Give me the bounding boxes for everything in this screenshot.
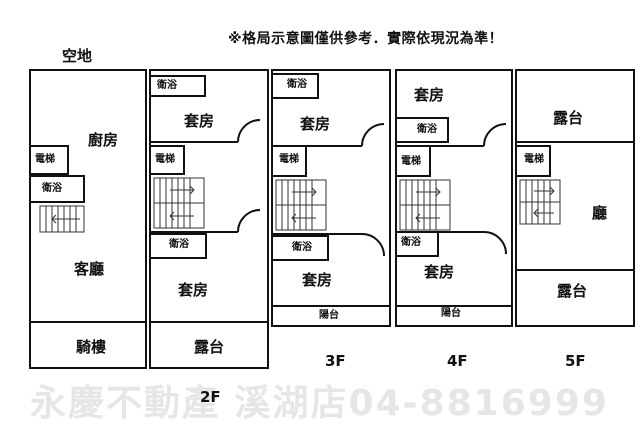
f2-terrace: 露台 [194, 338, 225, 356]
stairs-4f [399, 179, 451, 231]
stairs-3f [275, 179, 327, 231]
f3-balcony: 陽台 [319, 310, 339, 321]
f3-suite-top: 套房 [300, 115, 331, 133]
f5-terrace-top: 露台 [553, 109, 584, 127]
stairs-1f [39, 205, 85, 233]
f4-suite-bottom: 套房 [424, 263, 455, 281]
f2-label: 2F [200, 388, 221, 406]
f2-elevator: 電梯 [155, 154, 175, 165]
f4-bathroom-mid: 衛浴 [401, 237, 421, 248]
watermark: 永慶不動產 溪湖店04-8816999 [30, 383, 609, 424]
floor-5-outline [515, 69, 635, 327]
f3-bathroom-top: 衛浴 [287, 79, 307, 90]
f2-suite-top: 套房 [184, 112, 215, 130]
f3-bathroom-mid: 衛浴 [292, 242, 312, 253]
f2-bathroom-mid: 衛浴 [169, 239, 189, 250]
f1-arcade: 騎樓 [76, 338, 107, 356]
f5-terrace-bottom: 露台 [557, 282, 588, 300]
floor-1-outline [29, 69, 147, 369]
disclaimer-note: ※格局示意圖僅供參考．實際依現況為準！ [228, 31, 504, 47]
f2-bathroom-top: 衛浴 [157, 80, 177, 91]
floor-2-outline [149, 69, 269, 369]
f5-label: 5F [565, 352, 586, 370]
f4-label: 4F [447, 352, 468, 370]
f1-elevator: 電梯 [35, 154, 55, 165]
f4-suite-top: 套房 [414, 86, 445, 104]
f4-bathroom-top: 衛浴 [417, 124, 437, 135]
empty-land-label: 空地 [62, 47, 93, 65]
f2-suite-bottom: 套房 [178, 281, 209, 299]
f5-elevator: 電梯 [524, 154, 544, 165]
f1-living-room: 客廳 [74, 260, 105, 278]
f3-label: 3F [325, 352, 346, 370]
floor-3-outline [271, 69, 391, 327]
f1-bathroom: 衛浴 [42, 183, 62, 194]
floor-4-outline [395, 69, 513, 327]
f3-elevator: 電梯 [279, 154, 299, 165]
f3-suite-bottom: 套房 [302, 271, 333, 289]
f1-kitchen: 廚房 [88, 131, 119, 149]
stairs-2f [153, 177, 205, 229]
f4-balcony: 陽台 [441, 308, 461, 319]
stairs-5f [519, 179, 561, 225]
f4-elevator: 電梯 [401, 156, 421, 167]
f5-hall: 廳 [592, 204, 608, 222]
